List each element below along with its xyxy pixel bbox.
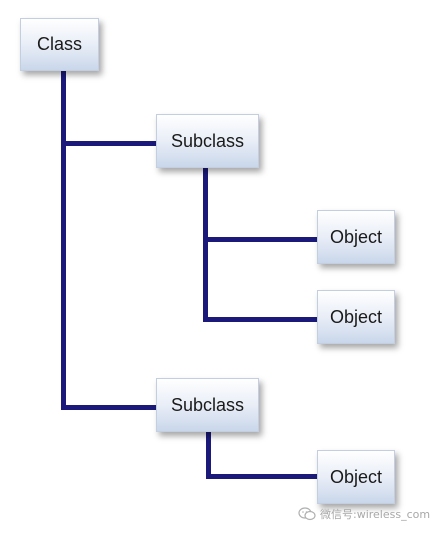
wechat-icon xyxy=(298,507,316,521)
connector-subclass-1-vertical xyxy=(203,168,208,322)
node-subclass-1: Subclass xyxy=(156,114,259,168)
watermark: 微信号:wireless_com xyxy=(298,506,430,522)
node-class: Class xyxy=(20,18,99,71)
node-object-3-label: Object xyxy=(329,466,383,487)
connector-root-to-subclass-2 xyxy=(61,405,157,410)
node-subclass-2: Subclass xyxy=(156,378,259,432)
node-object-1: Object xyxy=(317,210,395,264)
connector-root-to-subclass-1 xyxy=(61,141,157,146)
connector-root-vertical xyxy=(61,70,66,410)
connector-subclass-2-vertical xyxy=(206,432,211,479)
connector-subclass-2-to-object-3 xyxy=(206,474,318,479)
node-class-label: Class xyxy=(36,34,82,54)
node-object-2: Object xyxy=(317,290,395,344)
connector-subclass-1-to-object-2 xyxy=(203,317,318,322)
node-object-2-label: Object xyxy=(329,306,383,327)
node-object-3: Object xyxy=(317,450,395,504)
connector-subclass-1-to-object-1 xyxy=(203,237,318,242)
node-subclass-1-label: Subclass xyxy=(170,130,245,151)
node-subclass-2-label: Subclass xyxy=(170,394,245,415)
watermark-text: 微信号:wireless_com xyxy=(320,508,431,521)
node-object-1-label: Object xyxy=(329,226,383,247)
